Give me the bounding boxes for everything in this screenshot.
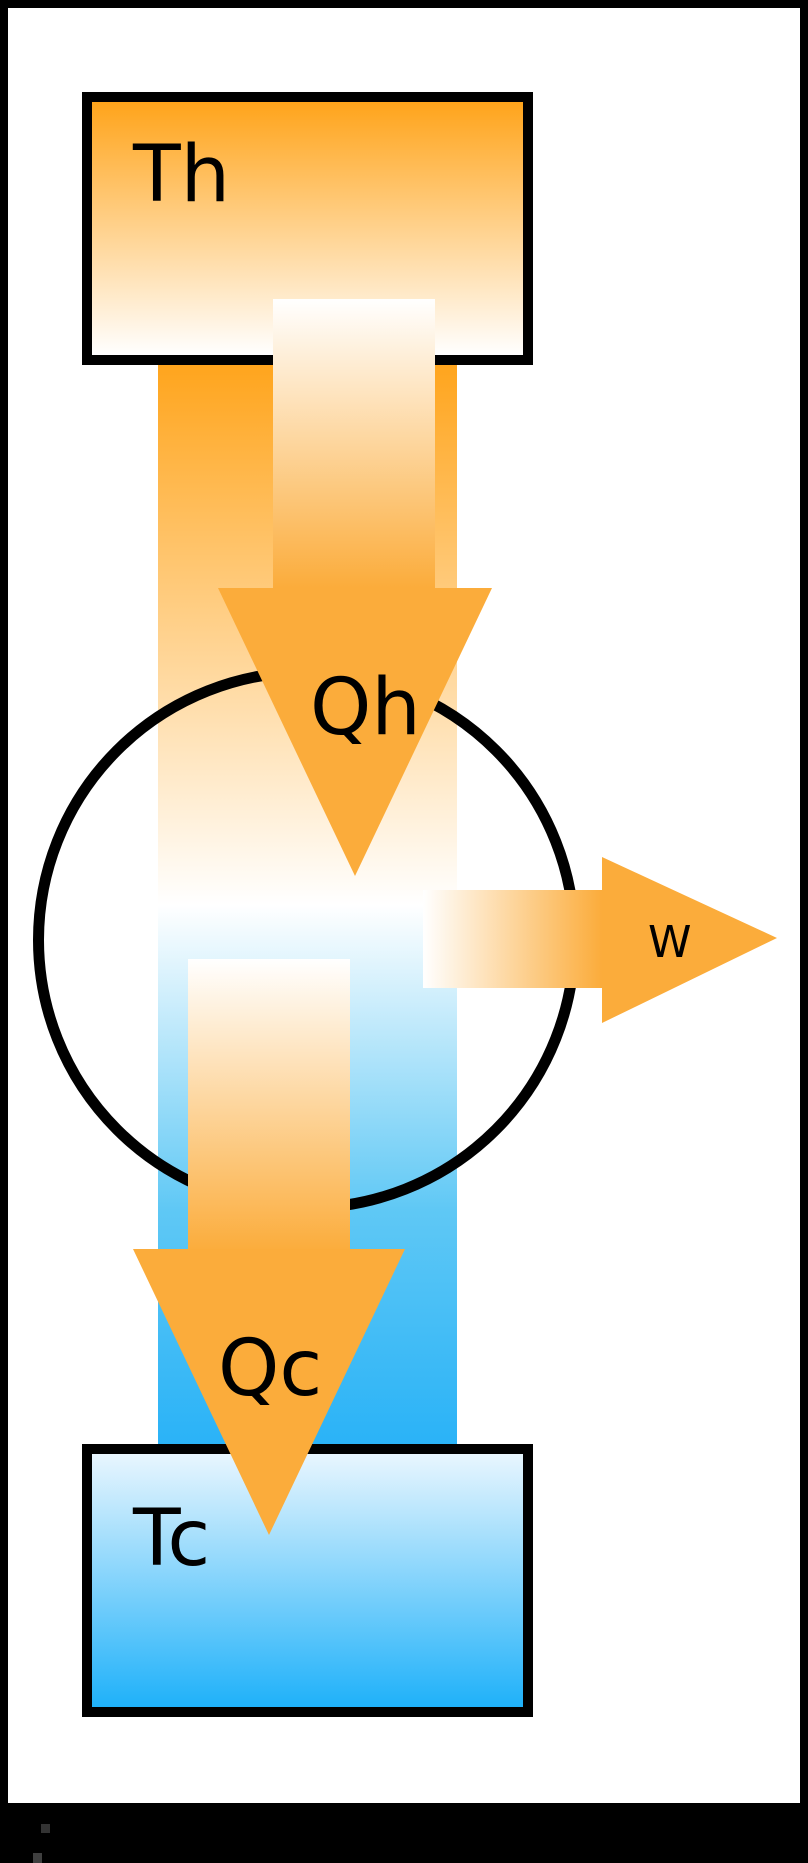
heat-out-arrow-head (133, 1249, 405, 1535)
frame-right (800, 0, 808, 1863)
artifact-square-1 (41, 1824, 50, 1833)
artifact-square-2 (33, 1853, 42, 1863)
cold-reservoir-label: Tc (132, 1494, 210, 1584)
heat-in-arrow (218, 299, 492, 876)
work-out-arrow-head (602, 857, 777, 1023)
heat-out-label: Qc (218, 1324, 322, 1414)
frame-left (0, 0, 8, 1863)
frame-top (0, 0, 808, 8)
work-out-arrow (423, 857, 777, 1023)
heat-out-arrow-shaft (188, 959, 350, 1255)
work-out-label: W (648, 917, 692, 968)
heat-in-arrow-shaft (273, 299, 435, 592)
heat-out-arrow (133, 959, 405, 1535)
bottom-black-bar (0, 1803, 808, 1863)
heat-in-label: Qh (310, 663, 421, 753)
cold-reservoir-box (82, 1444, 533, 1717)
work-out-arrow-shaft (423, 890, 602, 988)
hot-reservoir-label: Th (132, 130, 230, 220)
heat-in-arrow-head (218, 588, 492, 876)
